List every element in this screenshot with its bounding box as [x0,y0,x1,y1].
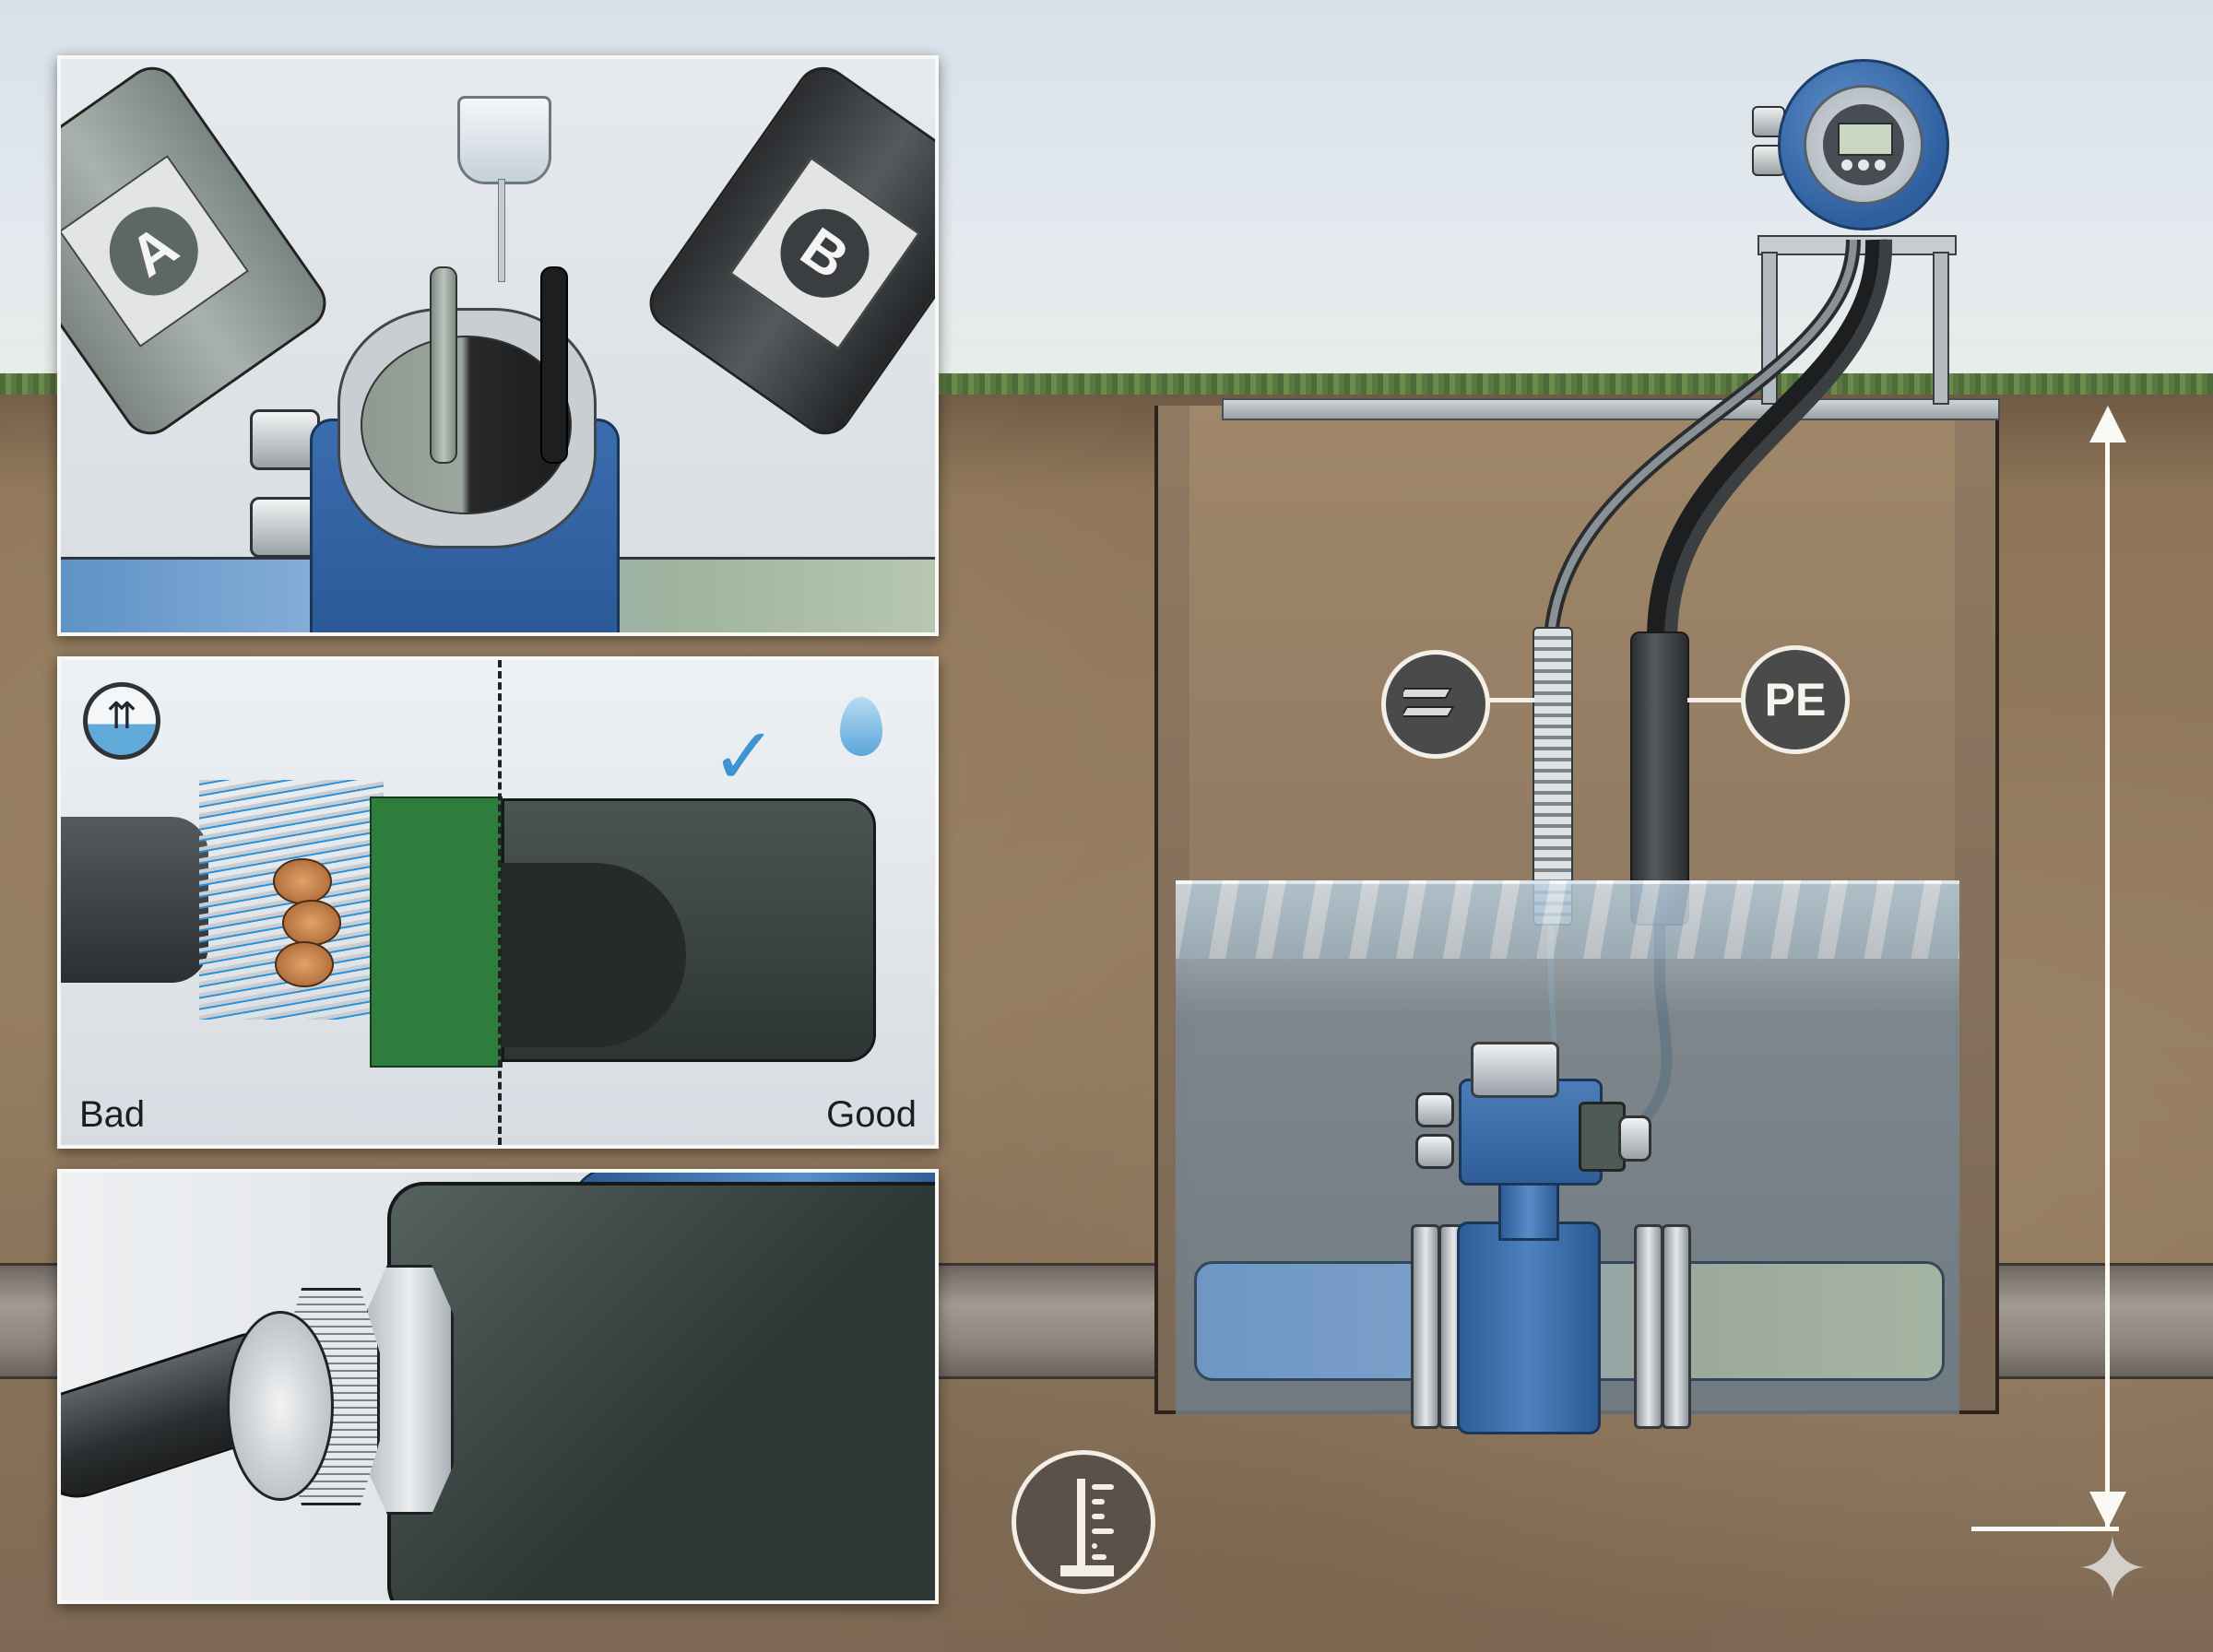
bottle-label: B [729,157,920,350]
water-drop-icon [840,697,882,756]
bottle-label: A [61,155,249,348]
remote-transmitter [1778,59,1949,230]
check-arrow-icon: ✓ [711,713,778,801]
steel-tape-icon [1381,650,1490,759]
transmitter-bezel [1804,85,1923,205]
callout-leader [1687,698,1743,702]
transmitter-buttons [1841,159,1886,171]
sensor-gland [1415,1134,1454,1169]
copper-core [275,941,334,987]
gland-seal-dome [227,1311,334,1501]
circuit-board [370,796,503,1068]
compound-a-stream [430,266,457,464]
pe-callout: PE [1741,645,1850,754]
comparison-divider [498,660,502,1145]
pe-label: PE [1764,674,1827,726]
bottle-a: A [61,59,337,446]
panel-potting: A B [57,55,939,636]
flange-left [1411,1224,1440,1429]
potted-connection-box [387,1182,935,1600]
bottle-b-badge: B [763,191,887,315]
compound-b-stream [540,266,568,464]
sensor-gland [1618,1115,1651,1162]
flange-right [1662,1224,1691,1429]
cover-slab [1222,398,2000,420]
panel-cable-sealing-comparison: ⇈ ✓ Bad Good [57,656,939,1149]
steel-tape-armour-conduit [1533,627,1573,926]
star-marker-icon: ✦ [2075,1520,2150,1619]
sensor-gland [1415,1092,1454,1127]
bad-label: Bad [79,1094,146,1135]
transmitter-display [1838,123,1893,156]
water-surface [1176,880,1959,959]
copper-core [282,900,341,946]
capillary-wicking-icon: ⇈ [83,682,160,760]
flowmeter-sensor-body [1457,1221,1601,1434]
depth-baseline [1971,1527,2119,1531]
callout-leader [1483,698,1534,702]
flowmeter-cover [1471,1042,1559,1098]
sealed-cable [502,863,686,1047]
ruler-depth-icon [1012,1450,1155,1594]
potting-compound [361,336,572,514]
transmitter-face [1823,104,1904,185]
flange-right-inner [1634,1224,1663,1429]
depth-arrow-up [2089,406,2126,442]
cup-stem [498,179,505,282]
depth-arrow-down [2089,1492,2126,1528]
stand-leg [1933,252,1949,405]
copper-core [273,858,332,904]
depth-dimension-line [2105,415,2110,1530]
bottle-a-badge: A [91,189,216,313]
cable-gland [250,497,320,558]
good-label: Good [826,1094,917,1135]
bottle-b: B [638,59,935,446]
panel-cable-gland [57,1169,939,1604]
unsealed-cable [61,817,208,983]
mixing-cup [457,96,551,184]
